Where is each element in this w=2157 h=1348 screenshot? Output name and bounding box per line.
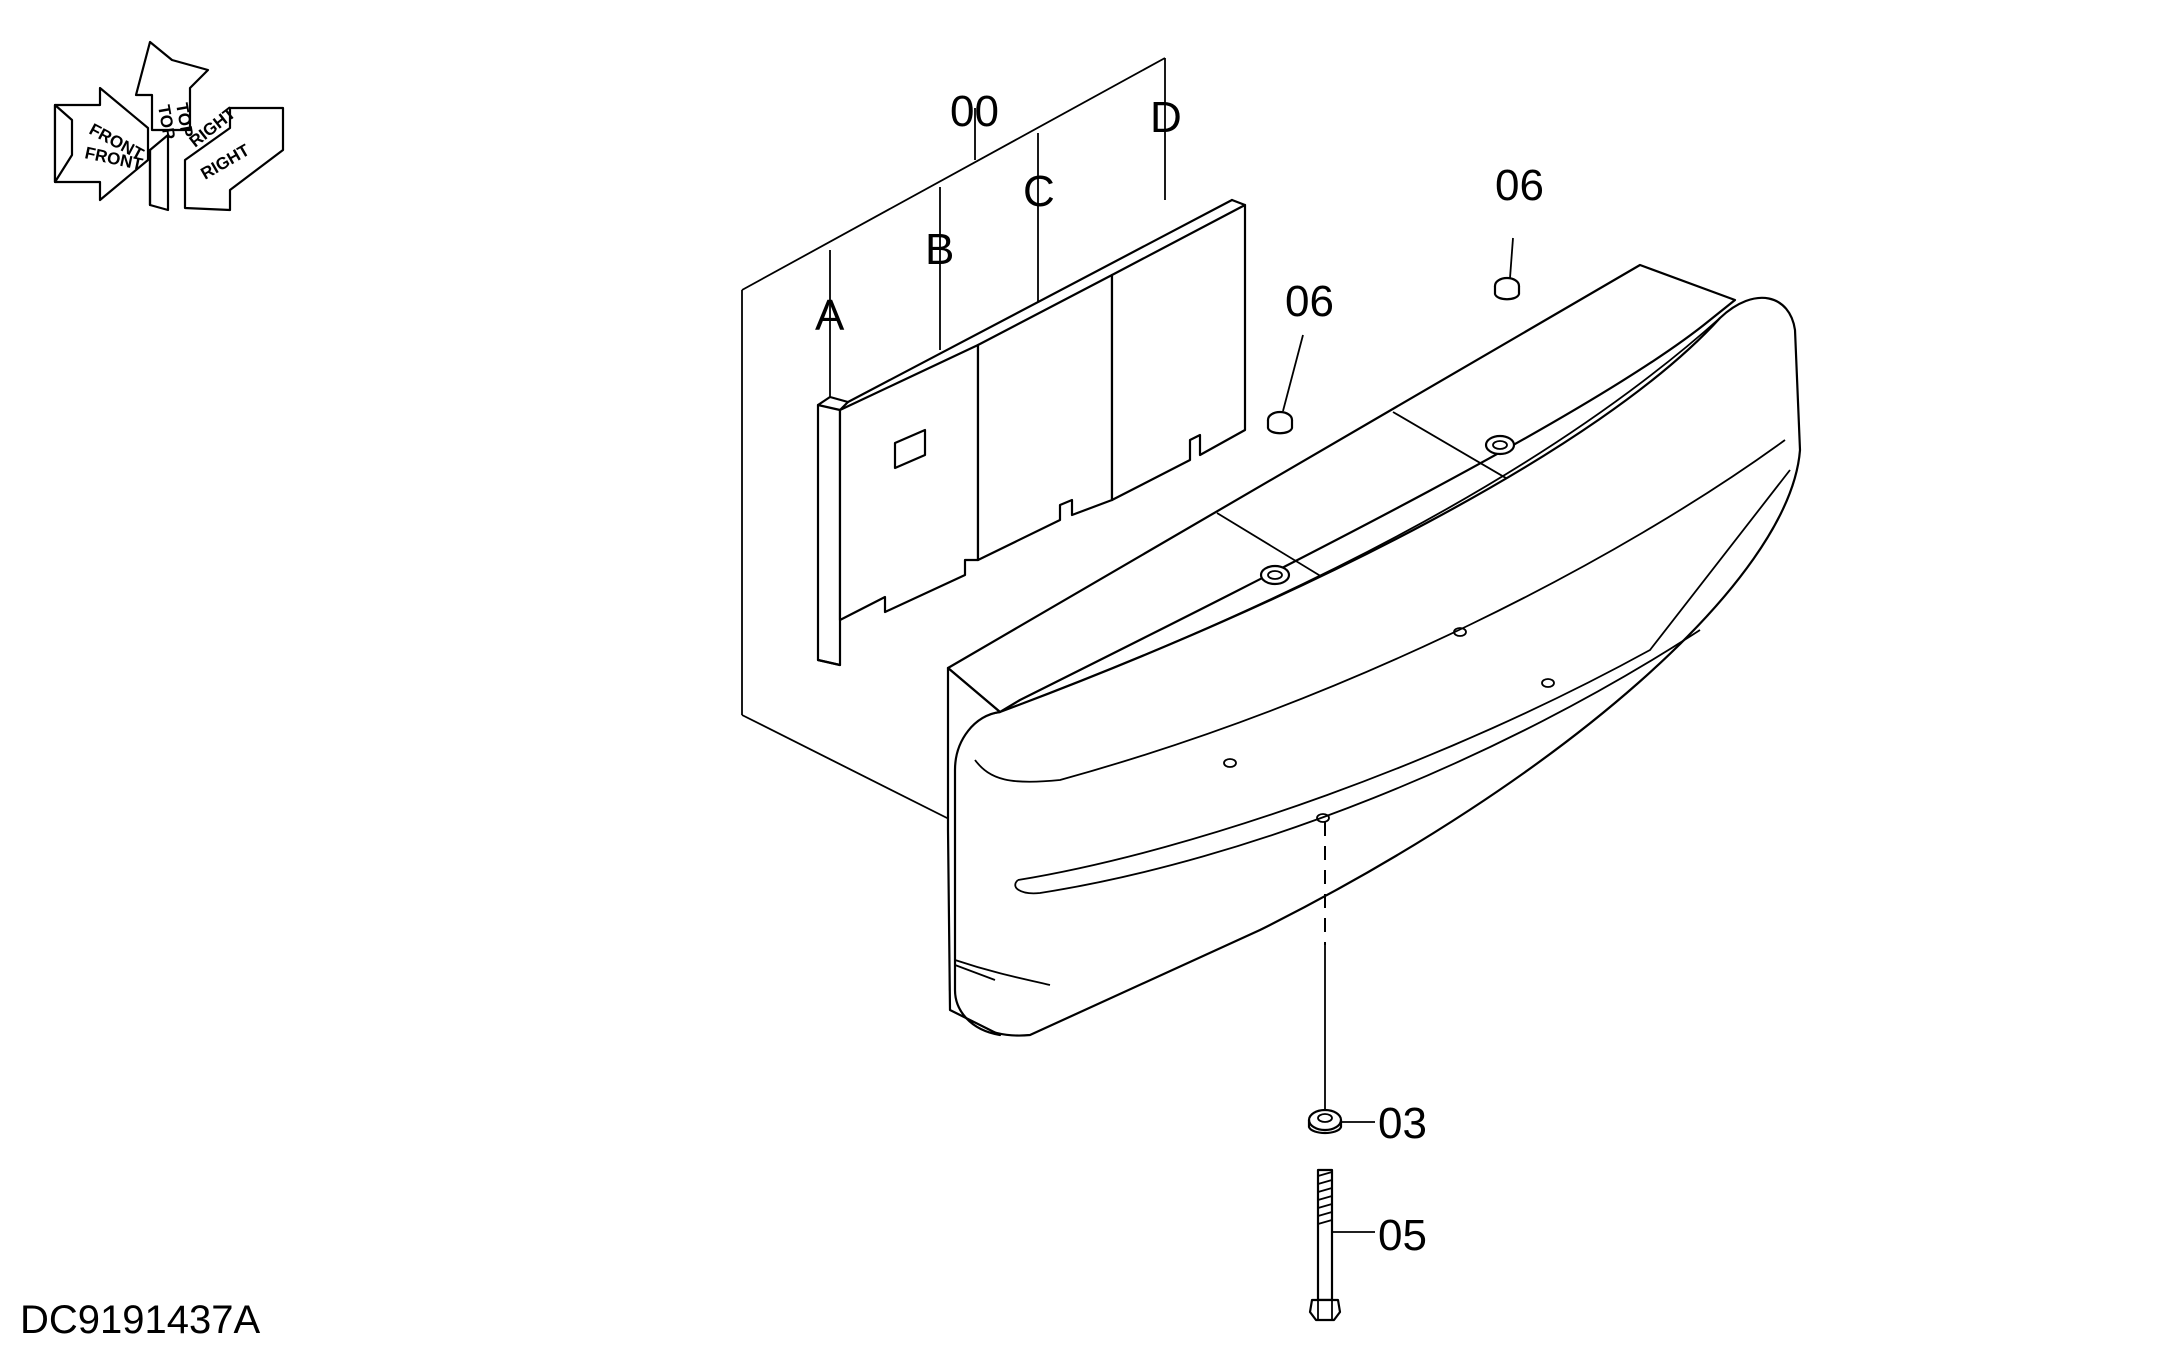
callout-a: A (815, 291, 845, 340)
bolt-05 (1308, 1168, 1375, 1322)
diagram-id: DC9191437A (20, 1298, 260, 1342)
callout-05: 05 (1378, 1211, 1427, 1260)
callout-c: C (1023, 167, 1055, 216)
orientation-indicator: FRONT FRONT TOP TOP RIGHT RIGHT (53, 40, 285, 212)
callout-d: D (1150, 93, 1182, 142)
callout-00: 00 (950, 87, 999, 136)
callout-b: B (925, 225, 954, 274)
plug-06-right (1493, 237, 1521, 301)
callout-06-right: 06 (1495, 161, 1544, 210)
callout-03: 03 (1378, 1099, 1427, 1148)
counterweight-cover (946, 263, 1802, 1037)
insulation-pads (816, 198, 1247, 667)
callout-06-left: 06 (1285, 277, 1334, 326)
assembly-callout-frame (741, 57, 1166, 823)
plug-06-left (1266, 334, 1304, 435)
washer-03 (1307, 1108, 1375, 1135)
